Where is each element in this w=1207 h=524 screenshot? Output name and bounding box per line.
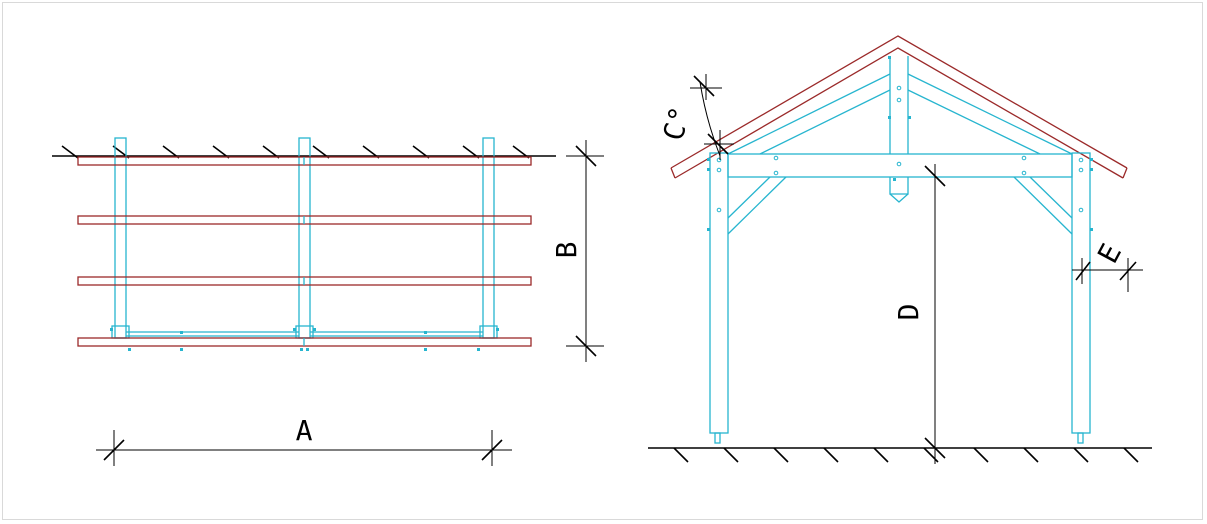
tie-beam-front [727, 153, 1073, 178]
fixings-side [110, 328, 499, 351]
dimension-d: D [892, 164, 946, 464]
label-d: D [892, 304, 925, 321]
label-a: A [296, 414, 313, 447]
fixings-front [707, 56, 1093, 231]
dimension-c: C° [657, 74, 734, 160]
post-anchors [714, 432, 1084, 444]
dimension-e: E [1072, 238, 1143, 292]
roof-rafters [670, 35, 1128, 179]
label-b: B [550, 242, 583, 259]
dimension-a: A [96, 414, 512, 466]
dimension-b: B [550, 140, 604, 362]
tie-beam-side [111, 325, 498, 339]
king-post [889, 56, 909, 203]
label-c: C° [657, 103, 698, 144]
front-elevation: D E C° [648, 35, 1152, 464]
bolt-holes [716, 85, 1084, 213]
ground-hatches [673, 447, 1139, 463]
posts-side [114, 137, 495, 339]
purlins-side [77, 156, 532, 347]
top-hatches [61, 145, 530, 159]
principal-rafters [727, 73, 1073, 155]
label-e: E [1091, 238, 1128, 268]
side-elevation: B A [52, 137, 604, 466]
knee-braces [727, 176, 1073, 235]
